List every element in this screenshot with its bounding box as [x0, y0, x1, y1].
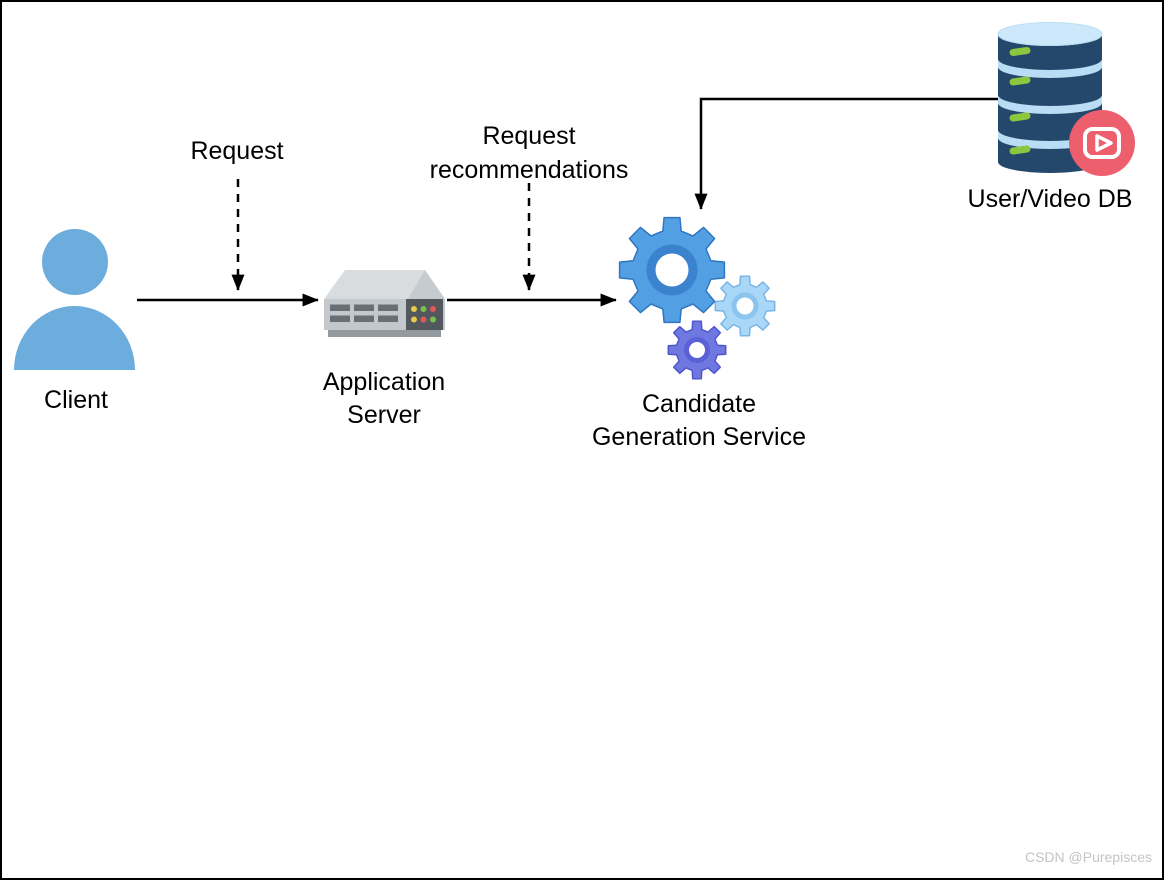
- server-icon: [324, 270, 445, 337]
- server-status-lights: [411, 306, 436, 323]
- person-body: [14, 306, 135, 370]
- person-icon: [14, 229, 135, 370]
- user-video-db-node-label: User/Video DB: [967, 185, 1133, 213]
- video-play-badge-icon: [1069, 110, 1135, 176]
- gear-small-purple: [667, 320, 727, 380]
- database-top: [997, 22, 1103, 46]
- person-head: [42, 229, 108, 295]
- watermark: CSDN @Purepisces: [1024, 849, 1152, 865]
- client-node-label: Client: [44, 386, 108, 414]
- application-server-node-label: Application Server: [322, 368, 446, 429]
- database-icon: [997, 22, 1135, 176]
- request-recommendations-label: Request recommendations: [429, 122, 629, 184]
- gears-icon: [618, 216, 776, 380]
- database-green-lights: [1009, 47, 1031, 155]
- request-label: Request: [190, 137, 284, 165]
- server-slots: [330, 304, 398, 322]
- edge-db-to-service: [694, 97, 1002, 210]
- gear-small-light: [714, 275, 776, 337]
- gear-large-blue: [618, 216, 726, 324]
- candidate-generation-service-node-label: Candidate Generation Service: [591, 390, 806, 451]
